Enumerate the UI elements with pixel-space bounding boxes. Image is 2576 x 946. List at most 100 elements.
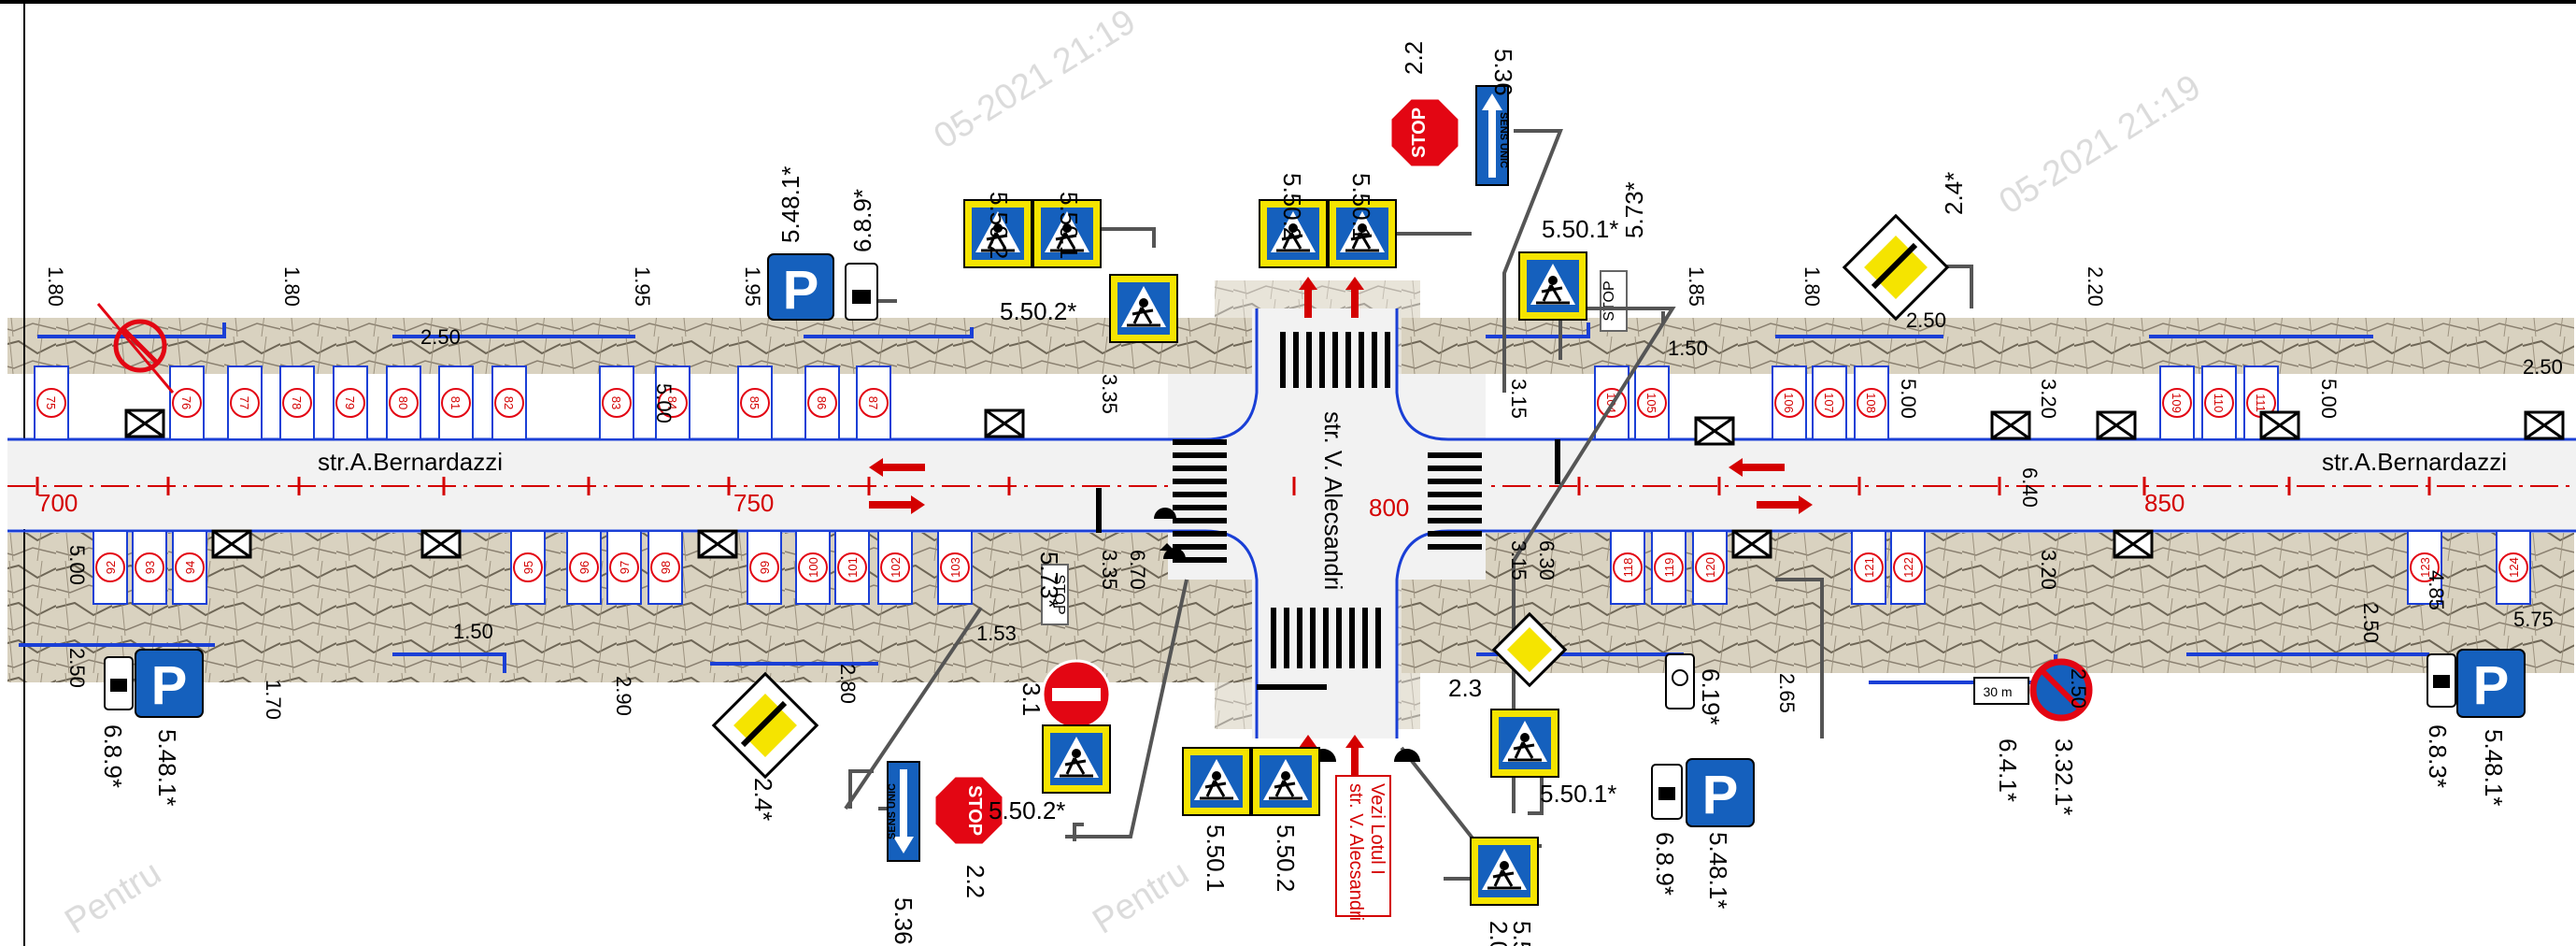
dimension: 2.90 bbox=[612, 676, 635, 716]
street-name-west: str.A.Bernardazzi bbox=[318, 448, 503, 476]
stop-sign-south: STOP 2.2 bbox=[932, 774, 1005, 898]
parking-sign-south-center: P 5.48.1* 6.8.9* bbox=[1651, 758, 1755, 909]
dimension: 6.40 bbox=[2018, 467, 2042, 508]
stop-road-marking-north: STOP bbox=[1600, 270, 1628, 332]
dimension-labels: 1.80 1.80 1.95 1.95 2.50 5.00 3.35 3.35 … bbox=[44, 266, 2563, 720]
parking-bay: 107 bbox=[1812, 366, 1847, 440]
no-parking-box bbox=[984, 408, 1025, 438]
pedestrian-crossing-sign bbox=[1041, 724, 1112, 795]
sign-code: 6.8.3* bbox=[2424, 724, 2452, 788]
sign-code: 5.50.2* bbox=[989, 796, 1065, 824]
parking-bay: 85 bbox=[737, 366, 773, 440]
watermark-text: 05-2021 21:19 bbox=[1993, 67, 2208, 222]
stop-sign-north: STOP 2.2 bbox=[1388, 41, 1461, 169]
dimension: 1.53 bbox=[976, 622, 1017, 645]
sign-code: 6.19* bbox=[1697, 668, 1725, 725]
sign-code: 5.50.2 bbox=[1272, 824, 1300, 892]
dimension: 6.70 bbox=[1126, 550, 1149, 590]
parking-bay-number: 118 bbox=[1621, 558, 1635, 578]
survey-underlay-north-left bbox=[7, 318, 1260, 374]
parking-sign-north-left: P 5.48.1* 6.8.9* bbox=[767, 166, 878, 321]
parking-bay-number: 101 bbox=[846, 557, 860, 578]
parking-bay: 83 bbox=[599, 366, 634, 440]
property-lines-north bbox=[37, 322, 2373, 338]
parking-bay: 120 bbox=[1692, 530, 1728, 605]
curb-nw bbox=[7, 308, 1259, 441]
crosswalk-east bbox=[1428, 452, 1482, 550]
sign-code: 5.50.1* bbox=[1542, 215, 1618, 243]
one-way-sign-north: SENS UNIC 5.36 bbox=[1475, 49, 1517, 186]
sign-code: 2.2 bbox=[961, 865, 989, 898]
stop-text: STOP bbox=[964, 785, 985, 836]
parking-bay-number: 81 bbox=[448, 396, 463, 409]
watermark-text: 05-2021 21:19 bbox=[928, 2, 1143, 157]
parking-bay: 106 bbox=[1772, 366, 1807, 440]
parking-bay: 87 bbox=[856, 366, 891, 440]
sign-code: 5.48.1* bbox=[2480, 729, 2508, 806]
parking-bay: 79 bbox=[333, 366, 368, 440]
chainage-label: 750 bbox=[733, 489, 774, 517]
parking-bay: 77 bbox=[227, 366, 263, 440]
parking-bay-number: 94 bbox=[183, 561, 197, 574]
parking-bay-number: 79 bbox=[343, 396, 357, 409]
reference-note-box: Vezi Lotul I str. V. Alecsandri bbox=[1335, 775, 1391, 921]
dimension: 2.80 bbox=[836, 664, 860, 704]
dimension: 4.85 bbox=[2425, 570, 2448, 610]
no-parking-box bbox=[1990, 410, 2031, 440]
watermark-text: Pentru bbox=[59, 853, 168, 942]
pedestrian-crossing-sign bbox=[1517, 251, 1588, 322]
parking-bay-number: 76 bbox=[179, 396, 193, 409]
parking-letter: P bbox=[1702, 765, 1739, 825]
dimension: 5.00 bbox=[652, 383, 676, 423]
sign-code: 2.3 bbox=[1448, 674, 1482, 702]
sign-code: 5.50.1* bbox=[1540, 780, 1616, 808]
parking-bay-number: 100 bbox=[806, 557, 820, 578]
crosswalk-north bbox=[1280, 332, 1390, 388]
parking-bay: 102 bbox=[877, 530, 913, 605]
parking-bay: 76 bbox=[169, 366, 205, 440]
sign-code: 5.48.1* bbox=[153, 729, 181, 806]
dimension: 1.50 bbox=[453, 620, 493, 643]
dimension: 5.75 bbox=[2513, 608, 2554, 631]
parking-bay-number: 108 bbox=[1864, 393, 1878, 413]
street-name-cross: str. V. Alecsandri bbox=[1319, 411, 1347, 590]
parking-bay: 94 bbox=[172, 530, 207, 605]
parking-bay: 98 bbox=[648, 530, 683, 605]
pedestrian-crossing-sign bbox=[1469, 836, 1540, 907]
dimension: 3.15 bbox=[1507, 540, 1530, 580]
dimension: 2.50 bbox=[2067, 668, 2090, 709]
parking-bay-number: 77 bbox=[237, 396, 251, 409]
dimension: 3.35 bbox=[1098, 374, 1121, 414]
parking-bay: 118 bbox=[1610, 530, 1645, 605]
sign-code: 2.4* bbox=[749, 778, 777, 821]
dimension: 3.35 bbox=[1098, 550, 1121, 590]
parking-bay: 121 bbox=[1851, 530, 1886, 605]
dimension: 5.00 bbox=[2317, 379, 2341, 419]
parking-bay-number: 92 bbox=[104, 561, 118, 574]
dimension: 5.00 bbox=[65, 545, 89, 585]
dimension: 2.20 bbox=[2084, 266, 2107, 307]
chainage-label: 850 bbox=[2144, 489, 2185, 517]
parking-bay: 101 bbox=[834, 530, 870, 605]
survey-underlay-north-right bbox=[1402, 318, 2574, 374]
survey-underlay-south-right bbox=[1402, 533, 2574, 673]
parking-bay-number: 99 bbox=[758, 561, 772, 574]
sign-code: 5.50.2 bbox=[1278, 173, 1306, 240]
priority-road-end-sign-south: 2.4* bbox=[711, 671, 819, 821]
dimension: 3.20 bbox=[2037, 379, 2060, 419]
parking-bay: 119 bbox=[1651, 530, 1686, 605]
parking-bay-number: 98 bbox=[659, 561, 673, 574]
direction-arrows bbox=[869, 277, 1813, 776]
pedestrian-crossing-sign bbox=[1108, 273, 1179, 344]
parking-bay-number: 87 bbox=[866, 396, 880, 409]
parking-bay-number: 82 bbox=[502, 396, 516, 409]
sign-code: 5.48.1* bbox=[1704, 832, 1732, 909]
sign-code: 5.50.1 bbox=[1202, 824, 1230, 892]
dimension: 2.50 bbox=[2523, 355, 2563, 379]
parking-bay: 93 bbox=[132, 530, 167, 605]
parking-bay-number: 106 bbox=[1782, 393, 1796, 413]
parking-bay: 103 bbox=[937, 530, 973, 605]
parking-bay: 105 bbox=[1634, 366, 1670, 440]
note-line-2: str. V. Alecsandri bbox=[1345, 783, 1366, 921]
